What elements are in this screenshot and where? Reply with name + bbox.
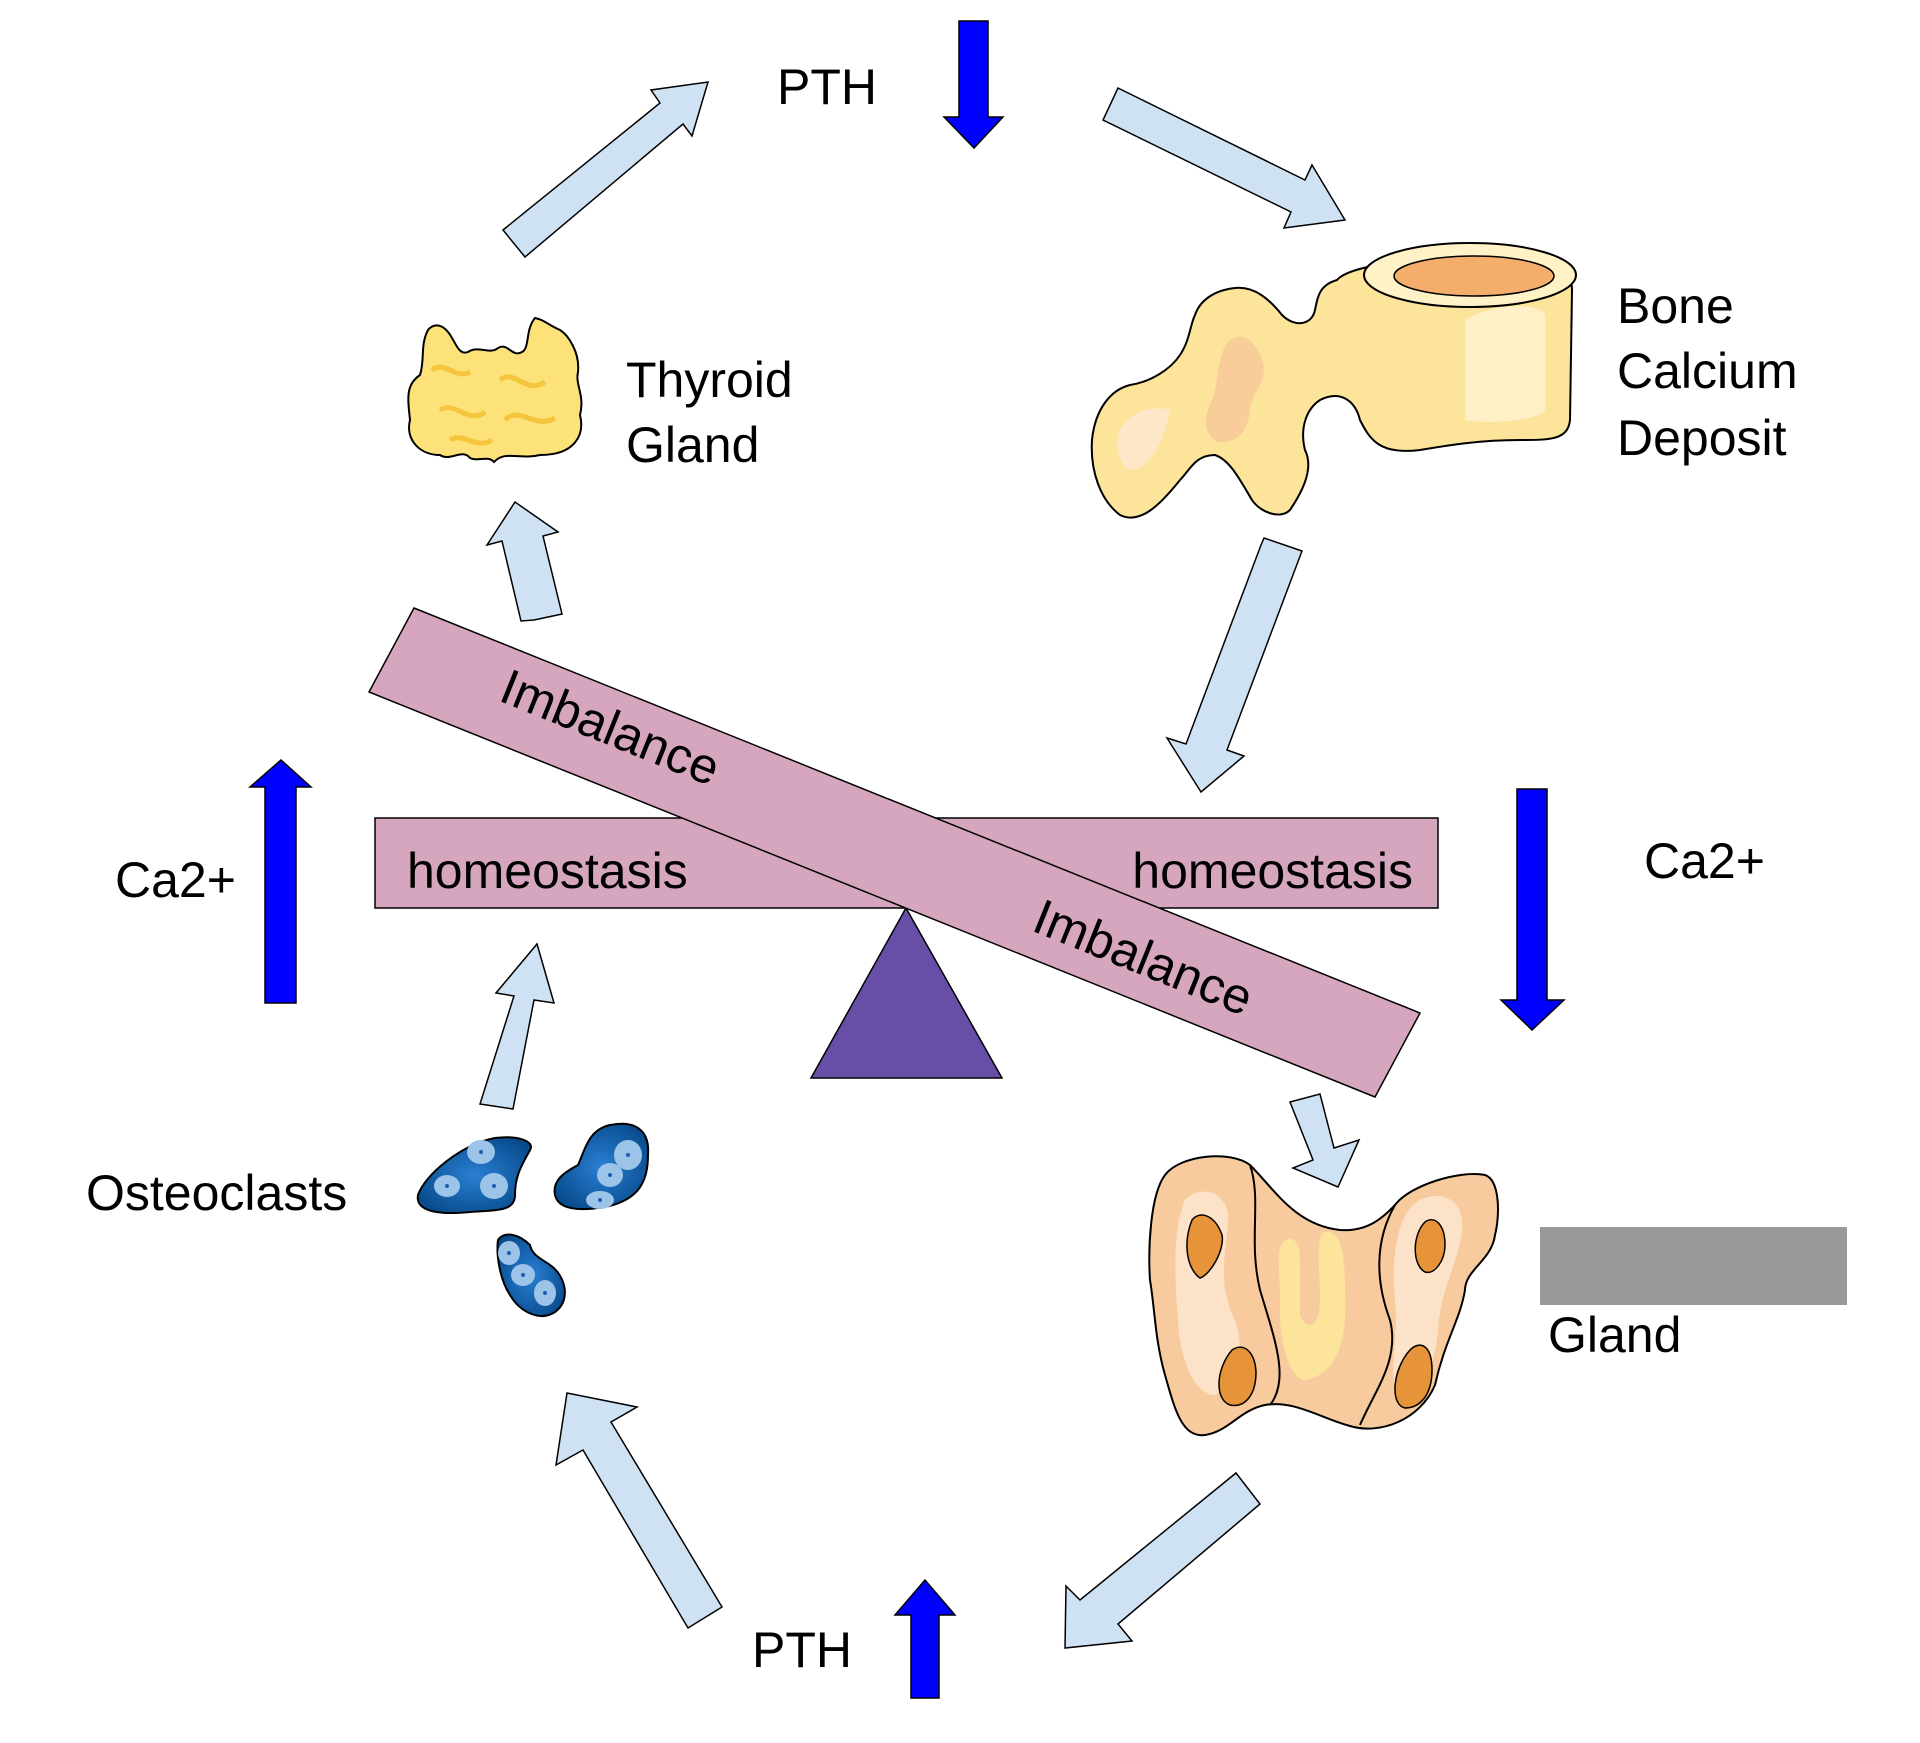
flow-arrow-pth-to-osteoclasts bbox=[555, 1392, 724, 1630]
osteoclasts-icon bbox=[416, 1122, 650, 1317]
bone-icon bbox=[1090, 242, 1577, 519]
gland-label: Gland bbox=[1548, 1307, 1681, 1363]
flow-arrow-bone-to-balance bbox=[1165, 537, 1303, 794]
thyroid-label-line1: Thyroid bbox=[626, 352, 793, 408]
pth-top-label: PTH bbox=[777, 59, 877, 115]
thyroid-label-line2: Gland bbox=[626, 417, 759, 473]
ca-left-label: Ca2+ bbox=[115, 852, 236, 908]
flow-arrow-balance-to-thyroid bbox=[485, 500, 563, 622]
homeostasis-left-label: homeostasis bbox=[407, 843, 688, 899]
flow-arrow-gland-to-pth bbox=[1064, 1471, 1262, 1649]
pth-decrease-arrow-icon bbox=[942, 20, 1005, 150]
thyroid-gland-icon bbox=[407, 316, 583, 464]
flow-arrow-pth-to-bone bbox=[1102, 86, 1347, 229]
flow-arrow-imbalance-to-gland bbox=[1288, 1093, 1361, 1188]
pth-bottom-label: PTH bbox=[752, 1622, 852, 1678]
flow-arrow-osteoclasts-to-balance bbox=[479, 942, 556, 1110]
bone-label-line2: Calcium bbox=[1617, 343, 1798, 399]
homeostasis-right-label: homeostasis bbox=[1132, 843, 1413, 899]
flow-arrows bbox=[479, 81, 1361, 1649]
bone-label-line1: Bone bbox=[1617, 278, 1734, 334]
fulcrum-triangle bbox=[809, 906, 1004, 1079]
ca-right-label: Ca2+ bbox=[1644, 833, 1765, 889]
pth-increase-arrow-icon bbox=[893, 1578, 957, 1699]
redacted-label-box bbox=[1540, 1227, 1847, 1305]
flow-arrow-thyroid-to-pth bbox=[501, 81, 710, 259]
ca-decrease-arrow-icon bbox=[1499, 788, 1566, 1032]
bone-label-line3: Deposit bbox=[1617, 410, 1787, 466]
ca-increase-arrow-icon bbox=[247, 758, 313, 1004]
parathyroid-gland-icon bbox=[1148, 1155, 1499, 1437]
osteoclasts-label: Osteoclasts bbox=[86, 1165, 347, 1221]
